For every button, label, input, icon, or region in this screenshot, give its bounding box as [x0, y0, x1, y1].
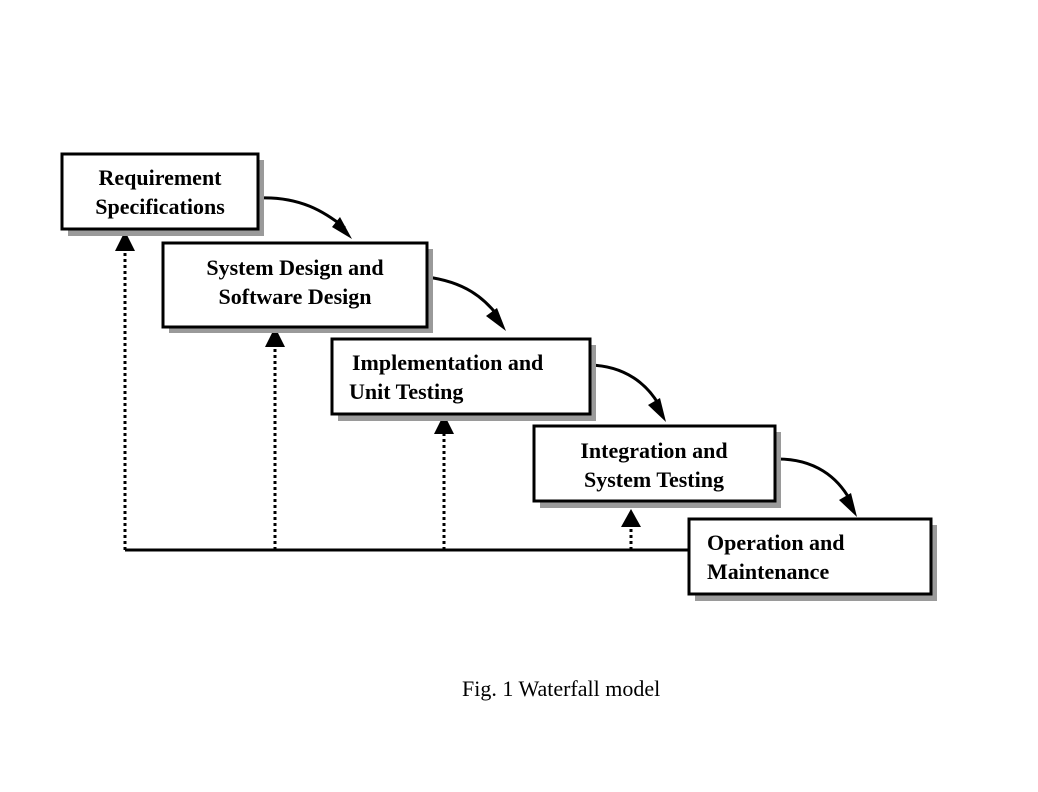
feedback-arrowhead-integration	[621, 509, 641, 527]
stage-label-line-2: Software Design	[219, 284, 372, 309]
stage-operation-maintenance: Operation and Maintenance	[687, 517, 937, 601]
stage-box	[687, 517, 933, 596]
stage-system-design: System Design and Software Design	[161, 241, 433, 333]
stage-box	[532, 424, 777, 503]
stage-label-line-1: Implementation and	[352, 350, 543, 375]
stage-label-line-1: Operation and	[707, 530, 845, 555]
stage-box	[60, 152, 260, 231]
stage-label-line-2: Unit Testing	[349, 379, 463, 404]
feedback-arrowhead-requirements	[115, 231, 135, 251]
flow-arrowhead-1	[332, 217, 352, 239]
stage-label-line-1: Requirement	[98, 165, 222, 190]
flow-arrow-3	[589, 363, 661, 406]
flow-arrowhead-4	[839, 493, 857, 517]
stage-box	[330, 337, 592, 416]
feedback-arrowhead-implementation	[434, 414, 454, 434]
stage-label-line-1: System Design and	[206, 255, 383, 280]
stage-integration: Integration and System Testing	[532, 424, 781, 508]
flow-arrow-4	[774, 457, 852, 501]
figure-caption: Fig. 1 Waterfall model	[462, 676, 661, 701]
stage-box	[161, 241, 429, 329]
stage-label-line-2: Maintenance	[707, 559, 829, 584]
feedback-arrows	[115, 231, 641, 550]
flow-arrow-1	[257, 196, 346, 230]
stage-label-line-2: System Testing	[584, 467, 724, 492]
flow-arrows	[257, 196, 857, 517]
flow-arrowhead-2	[486, 308, 506, 331]
stage-label-line-2: Specifications	[95, 194, 225, 219]
feedback-arrowhead-design	[265, 327, 285, 347]
stage-label-line-1: Integration and	[580, 438, 727, 463]
stage-implementation: Implementation and Unit Testing	[330, 337, 596, 421]
stage-requirement-specifications: Requirement Specifications	[60, 152, 264, 236]
flow-arrow-2	[426, 275, 500, 317]
flow-arrowhead-3	[648, 398, 666, 422]
